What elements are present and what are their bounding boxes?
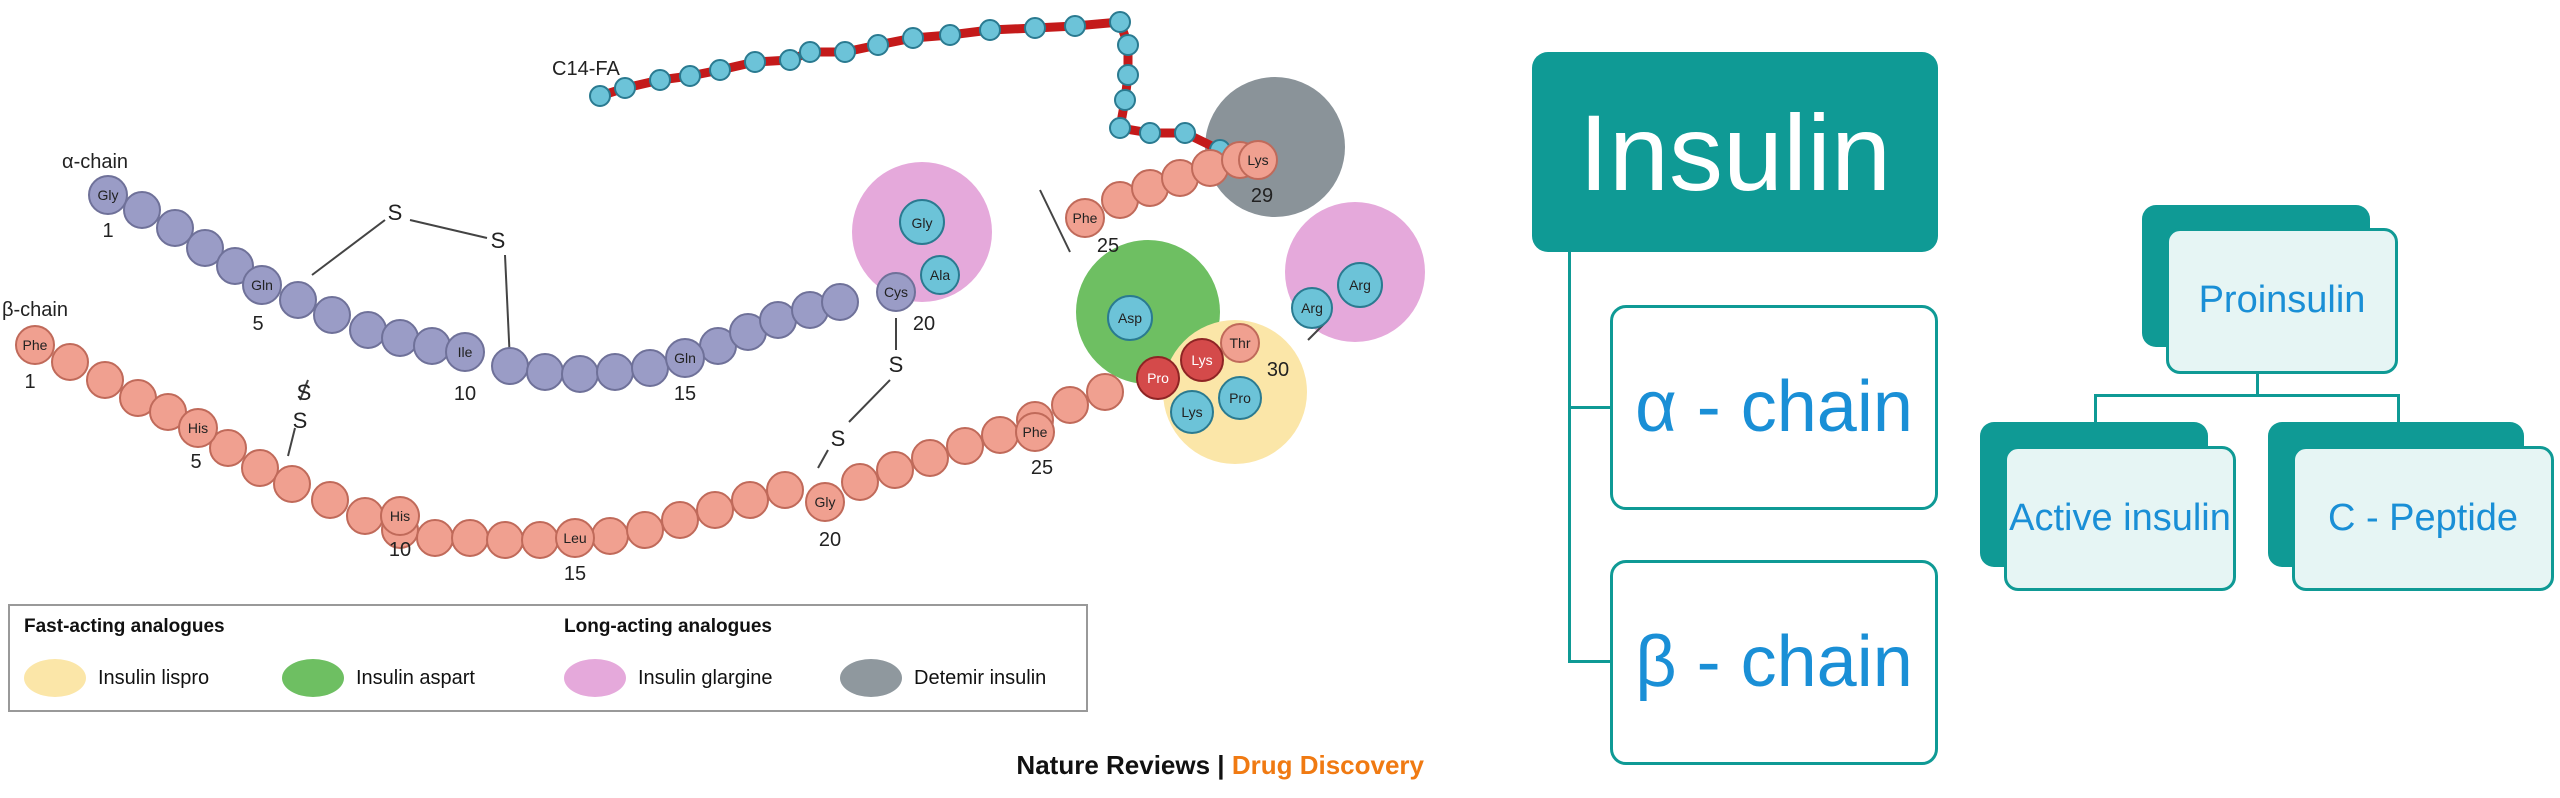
insulin-structure-figure: S S S S S S C14-FA Gly Gln Ile — [2, 11, 1425, 585]
disulfide-bonds — [287, 189, 1329, 469]
beta-chain-labelled-beads — [15, 140, 1278, 558]
detemir-swatch — [840, 659, 902, 697]
legend-label-detemir: Detemir insulin — [914, 666, 1047, 689]
svg-text:1: 1 — [24, 371, 35, 393]
beta-chain-residue-labels: Phe His His Leu Gly Phe Pro Lys Thr Asp … — [23, 152, 1371, 546]
svg-text:His: His — [188, 420, 208, 436]
svg-text:Phe: Phe — [1073, 210, 1098, 226]
svg-text:20: 20 — [819, 529, 841, 551]
credit-separator: | — [1210, 750, 1232, 780]
fatty-acid-label: C14-FA — [552, 58, 620, 80]
alpha-chain-label: α-chain — [62, 151, 128, 173]
svg-text:Lys: Lys — [1191, 352, 1212, 368]
svg-text:Pro: Pro — [1147, 370, 1169, 386]
processing-connector-left — [2094, 394, 2097, 424]
svg-text:S: S — [293, 408, 308, 433]
svg-text:Ala: Ala — [930, 267, 950, 283]
insulin-root-box: Insulin — [1532, 52, 1938, 252]
svg-text:Arg: Arg — [1349, 277, 1371, 293]
svg-text:Gly: Gly — [912, 215, 933, 231]
alpha-ala-bead — [920, 255, 960, 295]
svg-text:Arg: Arg — [1301, 300, 1323, 316]
svg-text:5: 5 — [190, 451, 201, 473]
svg-text:Pro: Pro — [1229, 390, 1251, 406]
beta-chain-box: β - chain — [1610, 560, 1938, 765]
detemir-region — [1205, 77, 1345, 217]
svg-text:30: 30 — [1267, 359, 1289, 381]
svg-text:1: 1 — [102, 220, 113, 242]
svg-text:Thr: Thr — [1230, 335, 1251, 351]
processing-connector-bar — [2094, 394, 2400, 397]
svg-text:S: S — [491, 228, 506, 253]
hierarchy-connector-vertical — [1568, 252, 1571, 662]
svg-text:Cys: Cys — [884, 284, 908, 300]
alpha-chain-numbers: 1 5 10 15 20 — [102, 220, 935, 405]
svg-text:29: 29 — [1251, 185, 1273, 207]
svg-text:Lys: Lys — [1181, 404, 1202, 420]
alpha-chain-residue-labels: Gly Gln Ile Gln Cys Ala Gly — [98, 187, 951, 366]
legend-item-glargine: Insulin glargine — [564, 656, 773, 700]
svg-text:Lys: Lys — [1247, 152, 1268, 168]
svg-text:15: 15 — [674, 383, 696, 405]
legend: Fast-acting analogues Long-acting analog… — [8, 604, 1088, 712]
beta-lys-b-bead — [1170, 390, 1214, 434]
svg-text:Asp: Asp — [1118, 310, 1142, 326]
legend-label-aspart: Insulin aspart — [356, 666, 475, 689]
credit-journal: Nature Reviews — [1016, 750, 1211, 780]
beta-asp-bead — [1107, 295, 1153, 341]
svg-text:25: 25 — [1031, 457, 1053, 479]
svg-text:S: S — [388, 200, 403, 225]
legend-fast-heading: Fast-acting analogues — [24, 616, 225, 637]
svg-text:Leu: Leu — [563, 530, 586, 546]
svg-text:15: 15 — [564, 563, 586, 585]
hierarchy-connector-alpha — [1568, 406, 1612, 409]
aspart-swatch — [282, 659, 344, 697]
svg-text:Phe: Phe — [23, 337, 48, 353]
beta-pro-bead — [1136, 356, 1180, 400]
svg-text:5: 5 — [252, 313, 263, 335]
processing-connector-right — [2397, 394, 2400, 424]
beta-arg2-bead — [1337, 262, 1383, 308]
svg-text:His: His — [390, 508, 410, 524]
source-credit: Nature Reviews | Drug Discovery — [1016, 750, 1424, 781]
hierarchy-connector-beta — [1568, 660, 1612, 663]
legend-item-lispro: Insulin lispro — [24, 656, 209, 700]
legend-label-glargine: Insulin glargine — [638, 666, 773, 689]
svg-text:Gly: Gly — [98, 187, 119, 203]
svg-text:10: 10 — [454, 383, 476, 405]
beta-pro-b-bead — [1218, 376, 1262, 420]
legend-item-detemir: Detemir insulin — [840, 656, 1046, 700]
svg-text:S: S — [297, 380, 312, 405]
proinsulin-box: Proinsulin — [2166, 228, 2398, 374]
disulfide-labels: S S S S S S — [293, 200, 904, 451]
svg-text:25: 25 — [1097, 235, 1119, 257]
lispro-swatch — [24, 659, 86, 697]
fatty-acid-chain — [598, 17, 1271, 165]
alpha-chain-box: α - chain — [1610, 305, 1938, 510]
active-insulin-box: Active insulin — [2004, 446, 2236, 591]
svg-text:Gln: Gln — [251, 277, 273, 293]
svg-text:S: S — [889, 352, 904, 377]
credit-section: Drug Discovery — [1231, 750, 1424, 780]
svg-text:Gly: Gly — [815, 494, 836, 510]
svg-text:Ile: Ile — [458, 344, 473, 360]
alpha-gly21-bead — [899, 199, 945, 245]
svg-text:Gln: Gln — [674, 350, 696, 366]
legend-item-aspart: Insulin aspart — [282, 656, 475, 700]
svg-text:20: 20 — [913, 313, 935, 335]
svg-text:S: S — [831, 426, 846, 451]
legend-long-heading: Long-acting analogues — [564, 616, 772, 637]
alpha-chain-labelled-beads — [88, 175, 916, 378]
beta-lys-bead — [1180, 338, 1224, 382]
beta-chain-label: β-chain — [2, 299, 68, 321]
legend-label-lispro: Insulin lispro — [98, 666, 210, 689]
beta-chain-numbers: 1 5 10 15 20 25 30 25 29 — [24, 185, 1289, 585]
processing-connector-stem — [2256, 374, 2259, 396]
svg-text:Phe: Phe — [1023, 424, 1048, 440]
fatty-acid-atoms — [589, 11, 1256, 166]
glargine-swatch — [564, 659, 626, 697]
svg-text:10: 10 — [389, 539, 411, 561]
c-peptide-box: C - Peptide — [2292, 446, 2554, 591]
beta-arg-bead — [1291, 287, 1333, 329]
